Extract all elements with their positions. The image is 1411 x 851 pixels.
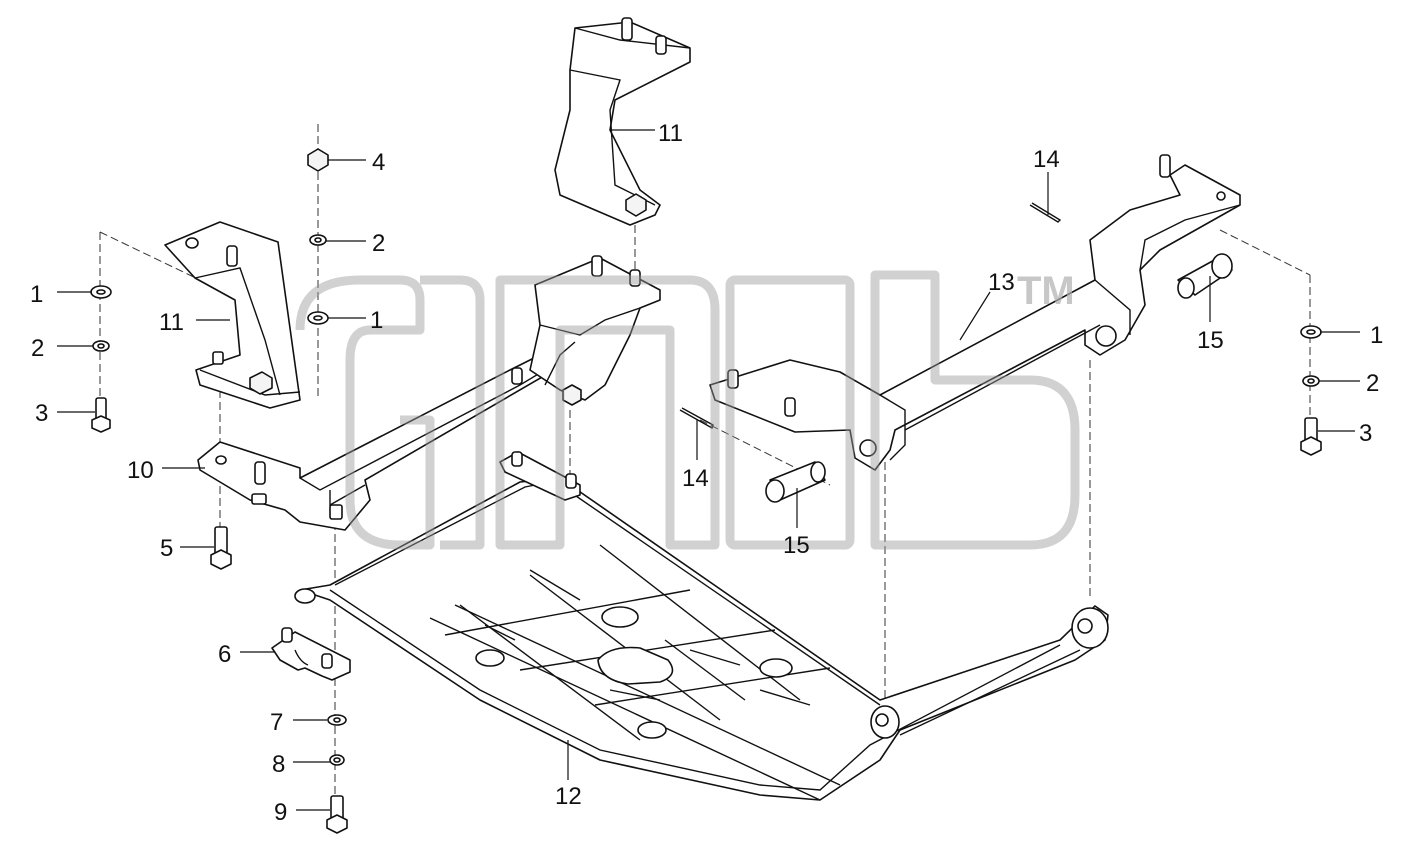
callout-14-top: 14 (1033, 146, 1060, 173)
clamp-part-6 (271, 627, 351, 681)
bracket-part-11-top (554, 17, 691, 226)
callout-2-right: 2 (1366, 370, 1379, 397)
watermark-logo: TM (295, 269, 1080, 550)
pin-part-15-center (765, 461, 826, 503)
callout-2-left: 2 (31, 335, 44, 362)
arm-part-13 (709, 154, 1241, 471)
callout-labels: 1 2 3 11 10 5 6 7 8 9 4 2 1 11 12 13 14 … (30, 120, 1383, 826)
clamp-center (499, 451, 581, 501)
callout-6: 6 (218, 641, 231, 668)
bracket-plate-part-10 (197, 339, 581, 531)
callout-1-right: 1 (1370, 322, 1383, 349)
leader-lines (57, 129, 1360, 811)
bracket-center (529, 255, 661, 406)
assembly-axes (99, 124, 1311, 815)
callout-11-top: 11 (658, 120, 683, 147)
callout-11-left: 11 (159, 309, 184, 336)
cotter-pin-part-14-top (1029, 202, 1062, 223)
callout-13: 13 (988, 269, 1015, 296)
trademark-mark: TM (1017, 269, 1075, 313)
callout-12: 12 (555, 783, 582, 810)
bracket-part-11-left (164, 221, 301, 409)
callout-5: 5 (160, 535, 173, 562)
callout-15-right: 15 (1197, 327, 1224, 354)
callout-10: 10 (127, 457, 154, 484)
callout-3-right: 3 (1359, 420, 1372, 447)
callout-8: 8 (272, 751, 285, 778)
callout-4: 4 (372, 149, 385, 176)
cotter-pin-part-14-center (679, 407, 714, 430)
callout-7: 7 (270, 709, 283, 736)
callout-1-center: 1 (370, 307, 383, 334)
base-frame-part-12 (294, 477, 1109, 801)
callout-1-left: 1 (30, 281, 43, 308)
callout-14-center: 14 (682, 465, 709, 492)
callout-15-center: 15 (783, 532, 810, 559)
callout-9: 9 (274, 799, 287, 826)
pin-part-15-right (1177, 253, 1233, 299)
callout-3-left: 3 (35, 400, 48, 427)
callout-2-center: 2 (372, 230, 385, 257)
